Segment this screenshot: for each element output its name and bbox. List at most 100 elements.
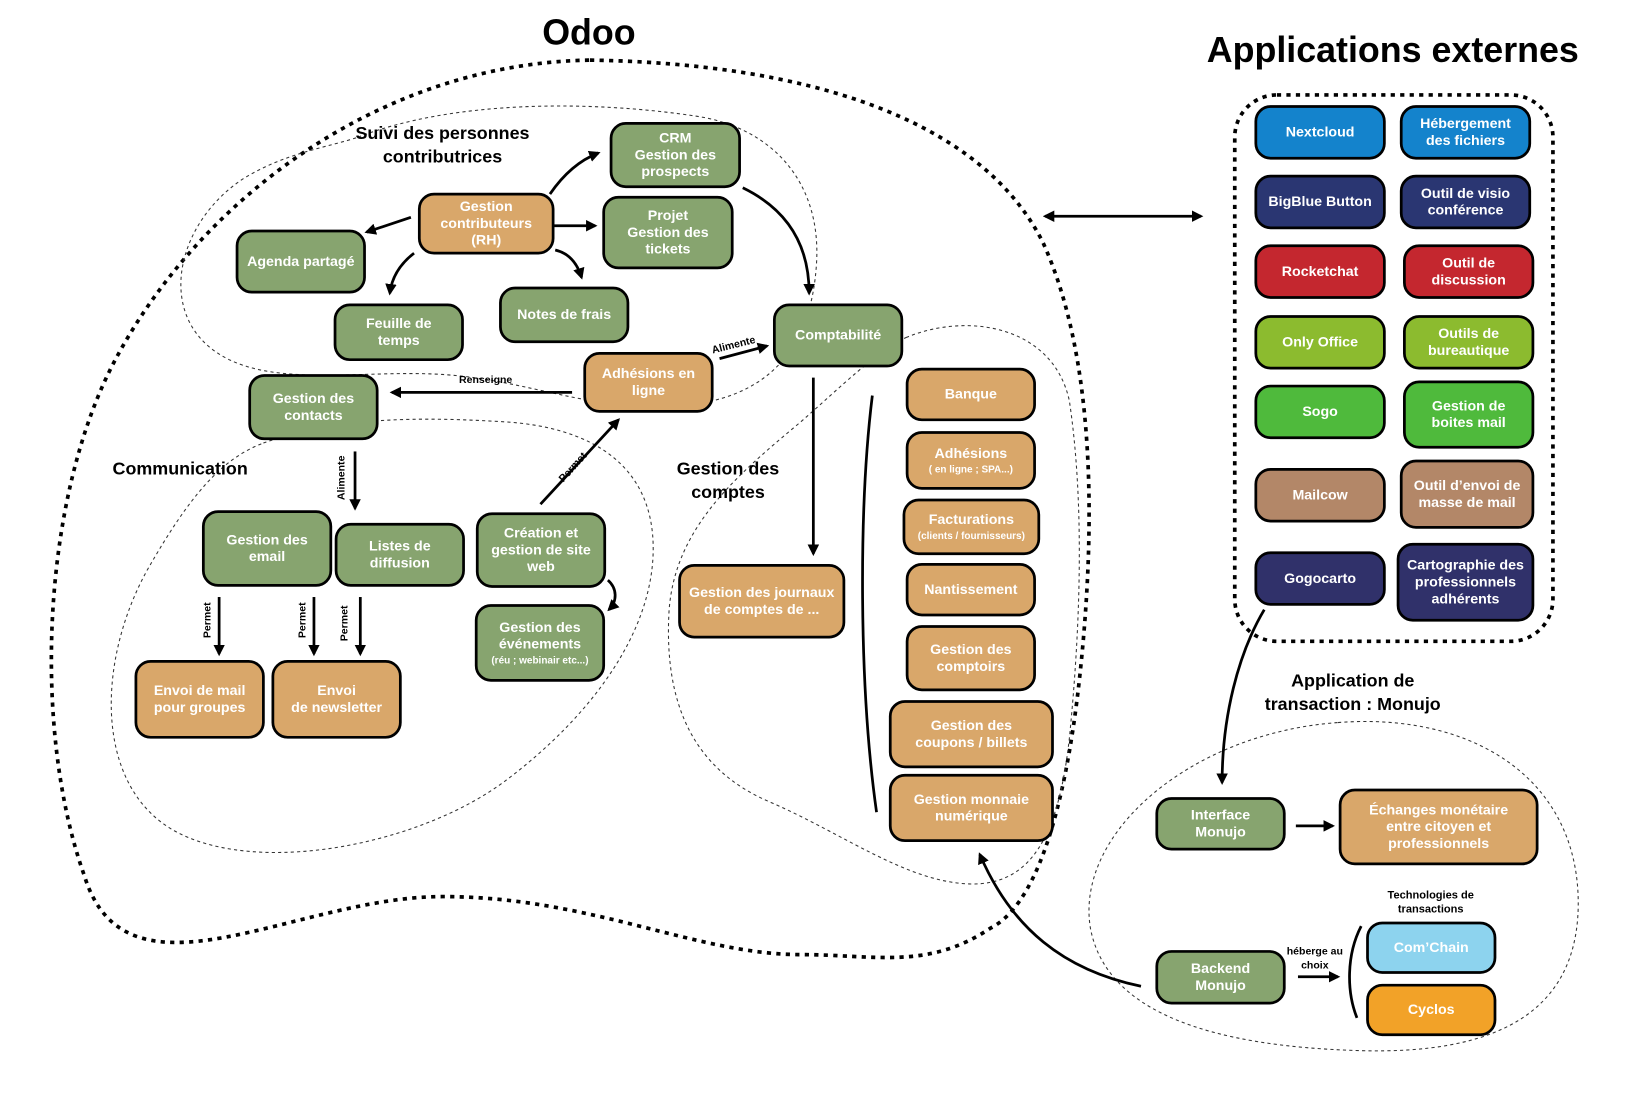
section-suivi-line1: Suivi des personnes — [355, 123, 529, 143]
node-box — [905, 625, 1036, 692]
node-box — [1399, 105, 1532, 160]
node-label: Projet — [648, 208, 689, 224]
node-label: Gestion des — [226, 532, 307, 548]
external-apps-box — [1232, 93, 1555, 644]
node-label: discussion — [1432, 272, 1506, 288]
edge-rh-to-agenda — [364, 215, 412, 235]
edge-crm-to-compta — [742, 186, 815, 296]
label-permet-adhesions: Permet — [557, 450, 590, 485]
node-label: Agenda partagé — [247, 254, 354, 270]
node-label: professionnels — [1415, 574, 1516, 590]
node-label: comptoirs — [936, 659, 1005, 675]
node-sublabel: ( en ligne ; SPA...) — [929, 465, 1013, 476]
edge-adhesions-to-compta — [719, 342, 770, 360]
node-label: tickets — [645, 242, 690, 258]
node-box — [1399, 459, 1535, 529]
node-label: Cyclos — [1408, 1002, 1455, 1018]
node-box — [1399, 174, 1532, 230]
node-box — [1254, 384, 1386, 440]
node-label: (RH) — [471, 233, 501, 249]
node-label: CRM — [659, 130, 691, 146]
node-box — [1403, 380, 1535, 449]
node-label: pour groupes — [154, 700, 246, 716]
edge-site-to-adhesions — [539, 418, 620, 506]
node-label: conférence — [1428, 203, 1504, 219]
node-label: Backend — [1191, 961, 1250, 977]
node-label: Hébergement — [1420, 116, 1511, 132]
node-agenda: Agenda partagé — [235, 229, 366, 294]
node-box — [602, 195, 734, 270]
node-label: masse de mail — [1418, 495, 1515, 511]
node-label: coupons / billets — [915, 735, 1027, 751]
node-label: Sogo — [1302, 404, 1338, 420]
node-banque: Banque — [905, 367, 1036, 422]
node-box — [134, 659, 265, 739]
node-label: Adhésions en — [602, 366, 695, 382]
node-label: Échanges monétaire — [1369, 801, 1508, 818]
label-heberge-line1: héberge au — [1287, 946, 1343, 958]
node-label: adhérents — [1432, 591, 1500, 607]
node-comptabilite: Comptabilité — [772, 303, 904, 368]
node-label: Envoi de mail — [154, 683, 246, 699]
section-comptes-line2: comptes — [691, 482, 765, 502]
node-box — [888, 700, 1054, 769]
node-label: gestion de site — [491, 542, 591, 558]
node-box — [1254, 551, 1386, 606]
node-box — [1338, 788, 1539, 866]
node-label: Com’Chain — [1394, 940, 1469, 956]
node-box — [888, 773, 1054, 843]
node-nextcloud: Nextcloud — [1254, 105, 1386, 160]
node-box — [475, 512, 607, 588]
node-box — [271, 659, 402, 739]
node-label: Monujo — [1195, 978, 1246, 994]
node-rocketchat: Rocketchat — [1254, 244, 1386, 299]
node-label: des fichiers — [1426, 133, 1505, 149]
edge-rh-to-crm — [548, 150, 601, 195]
node-box — [417, 192, 555, 255]
label-alimente-compta: Alimente — [711, 334, 757, 356]
node-label: contacts — [284, 408, 343, 424]
label-alimente-listes: Alimente — [336, 455, 348, 500]
node-box — [499, 286, 630, 344]
node-adhesions: Adhésions( en ligne ; SPA...) — [905, 431, 1036, 490]
node-label: Comptabilité — [795, 328, 881, 344]
node-box — [1366, 921, 1497, 974]
node-box — [609, 122, 741, 189]
node-box — [201, 510, 333, 587]
label-permet-1: Permet — [202, 602, 214, 638]
node-box — [905, 431, 1036, 490]
node-box — [1366, 983, 1497, 1037]
node-box — [902, 498, 1041, 556]
node-label: Gestion des — [635, 147, 716, 163]
node-label: entre citoyen et — [1386, 819, 1491, 835]
node-box — [235, 229, 366, 294]
node-label: BigBlue Button — [1268, 194, 1371, 210]
node-label: ligne — [632, 383, 665, 399]
node-label: Nextcloud — [1286, 125, 1355, 141]
node-label: numérique — [935, 809, 1008, 825]
node-label: événements — [499, 637, 581, 653]
node-mailcow: Mailcow — [1254, 468, 1386, 523]
node-label: bureautique — [1428, 343, 1509, 359]
edge-backend-to-monnaie — [978, 852, 1142, 988]
node-label: Only Office — [1282, 334, 1358, 350]
node-label: Gestion des — [931, 718, 1012, 734]
node-facturations: Facturations(clients / fournisseurs) — [902, 498, 1041, 556]
node-label: Notes de frais — [517, 307, 611, 323]
node-box — [1254, 174, 1386, 230]
node-label: Outil de — [1442, 255, 1495, 271]
node-comchain: Com’Chain — [1366, 921, 1497, 974]
node-box — [772, 303, 904, 368]
odoo-title: Odoo — [542, 12, 635, 52]
